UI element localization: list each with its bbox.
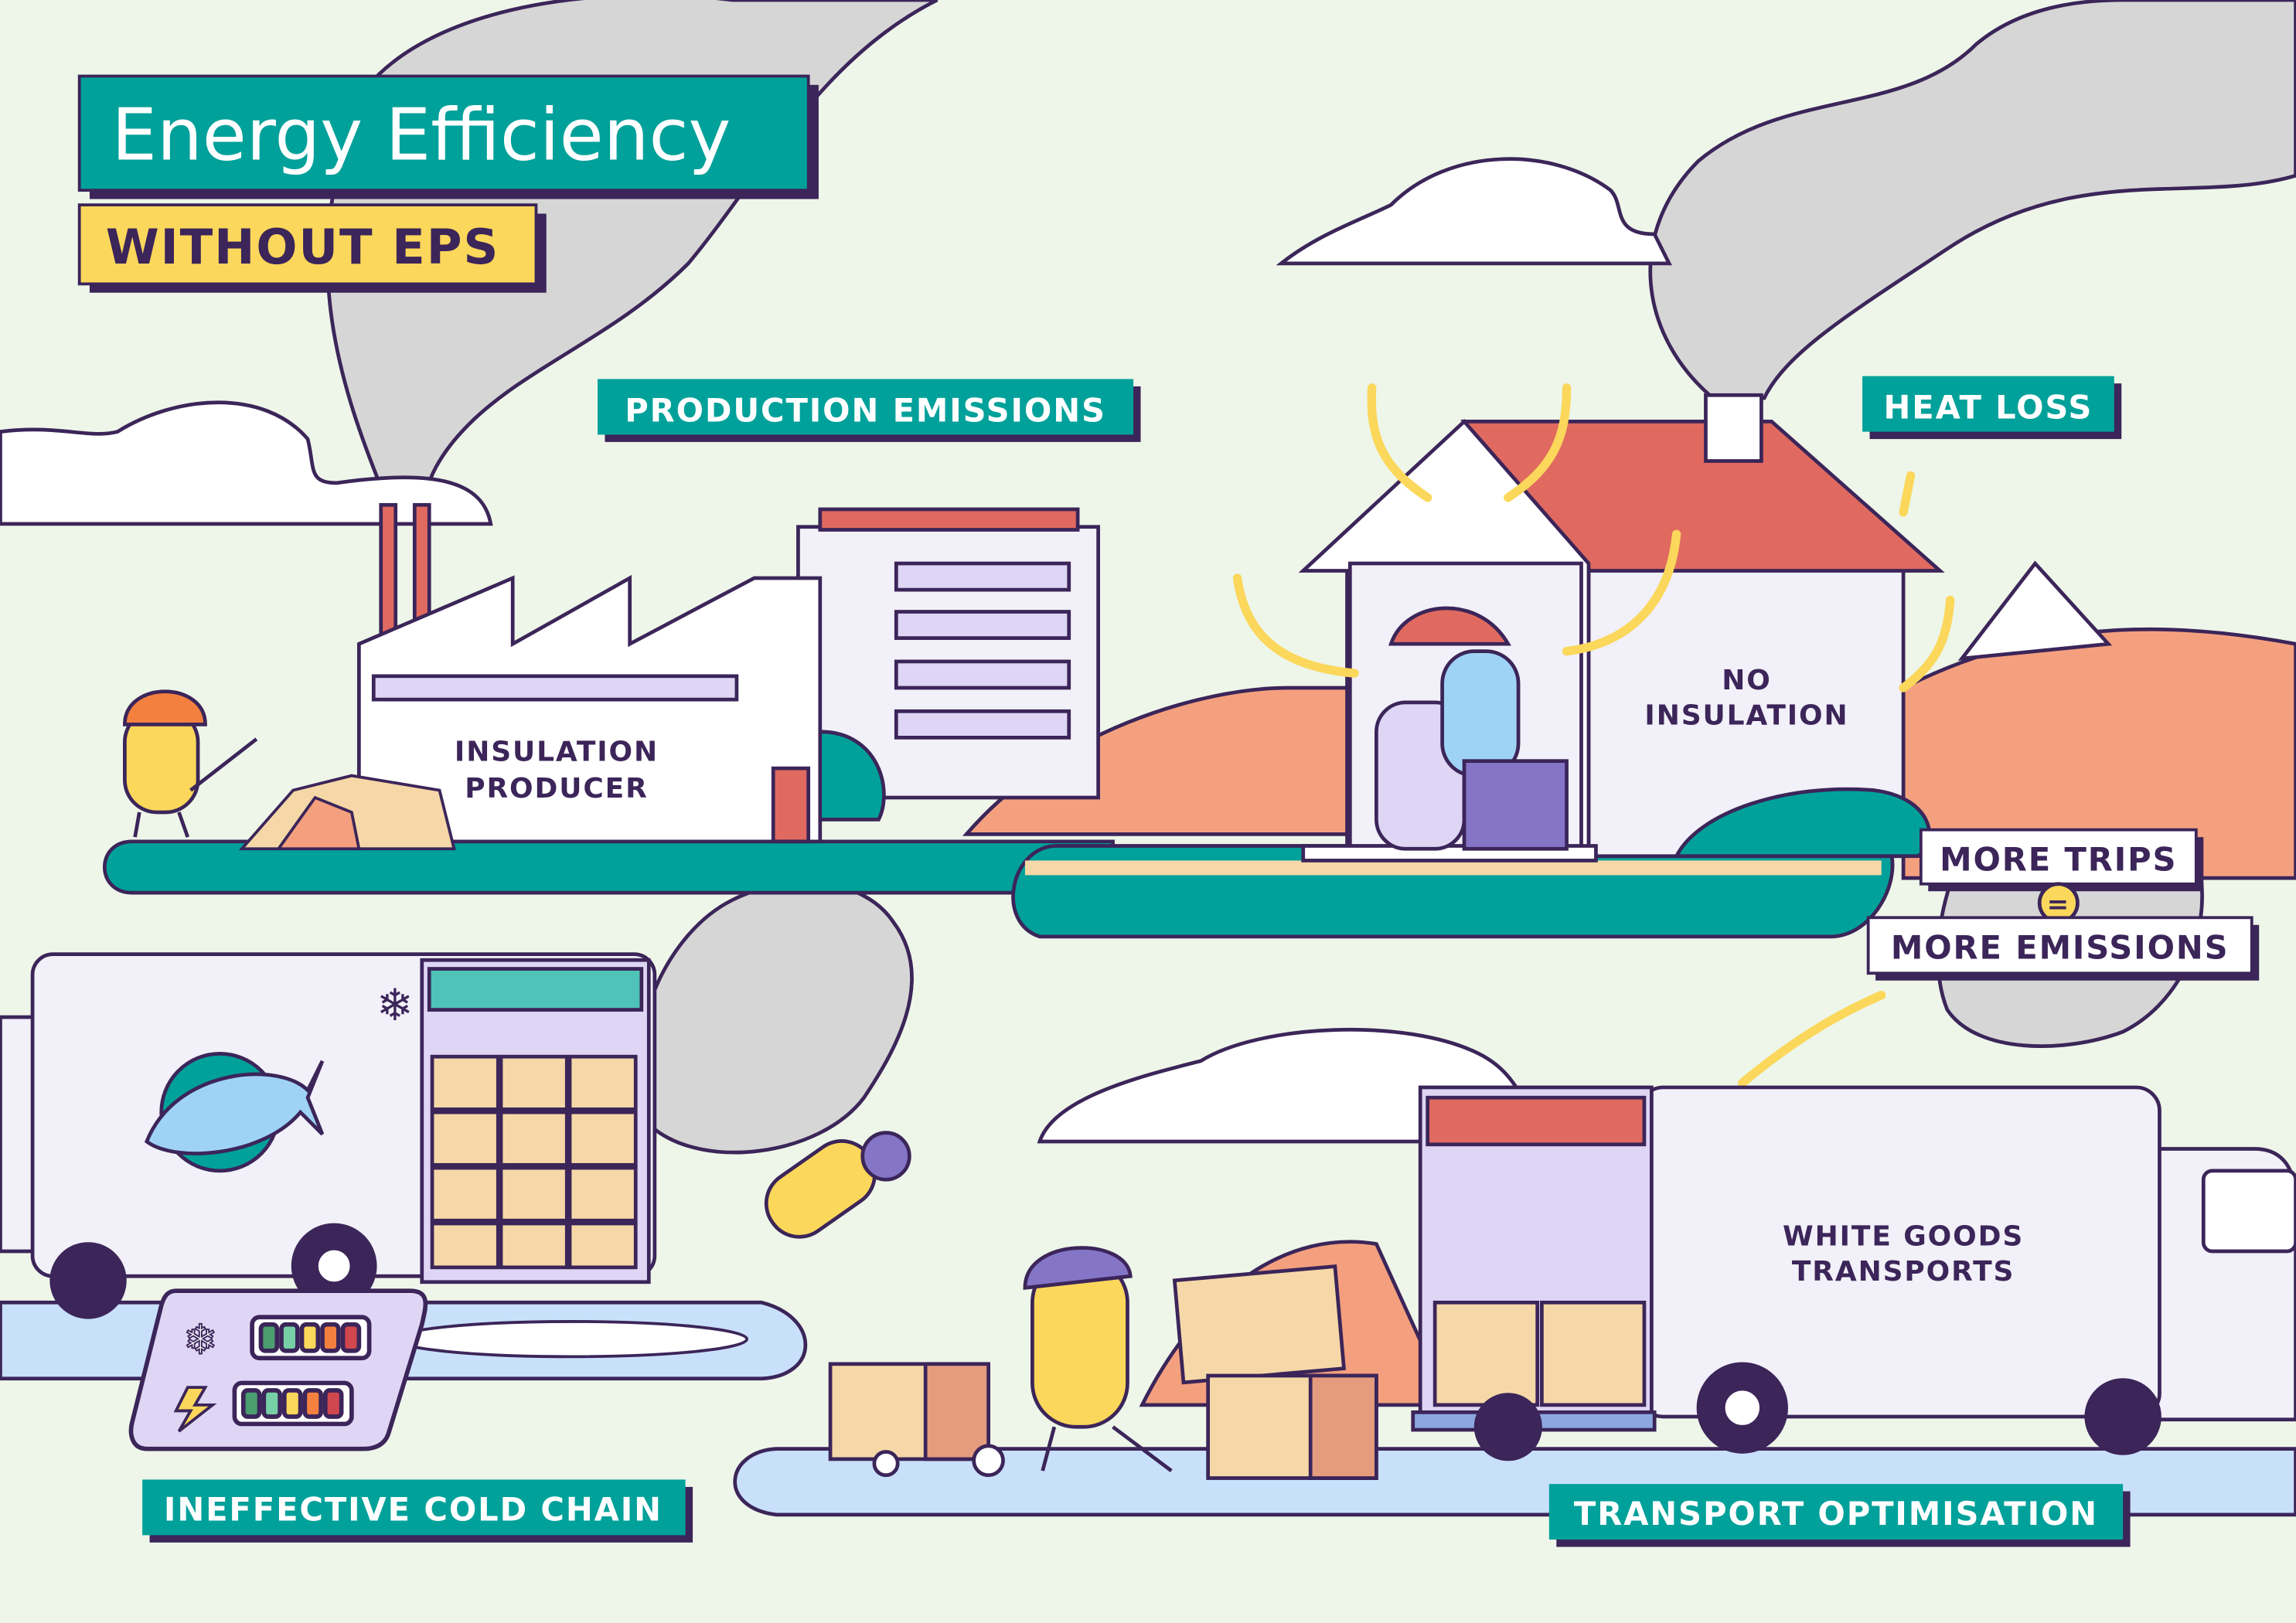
slipping-character bbox=[764, 1131, 911, 1239]
label-cold-chain: INEFFECTIVE COLD CHAIN bbox=[142, 1479, 693, 1543]
falling-boxes bbox=[1172, 1264, 1378, 1480]
lightning-icon bbox=[173, 1386, 217, 1433]
factory-label-line1: INSULATION bbox=[455, 737, 659, 768]
ground-top-right bbox=[1011, 844, 1895, 939]
miner-character bbox=[123, 689, 258, 838]
heat-loss-text: HEAT LOSS bbox=[1884, 389, 2093, 427]
refrigerated-truck bbox=[0, 952, 657, 1319]
label-more-trips: MORE TRIPS bbox=[1919, 828, 2204, 892]
page-subtitle: WITHOUT EPS bbox=[106, 219, 500, 275]
ground-top-left bbox=[103, 839, 1115, 895]
truck-smoke bbox=[636, 880, 914, 1155]
equals-badge: = bbox=[2037, 882, 2080, 924]
insulation-factory bbox=[356, 502, 1100, 844]
label-more-emissions: MORE EMISSIONS bbox=[1866, 916, 2260, 981]
cold-chain-text: INEFFECTIVE COLD CHAIN bbox=[164, 1490, 663, 1528]
heat-loss-arrows bbox=[1232, 383, 1955, 1087]
white-goods-truck bbox=[1411, 1085, 2296, 1461]
trolley bbox=[828, 1362, 1005, 1478]
cold-battery bbox=[250, 1315, 372, 1361]
snowflake-icon: ❄ bbox=[183, 1318, 217, 1363]
truck-label-line1: WHITE GOODS bbox=[1783, 1220, 2024, 1252]
energy-battery-panel bbox=[128, 1288, 428, 1451]
page-title: Energy Efficiency bbox=[111, 93, 731, 176]
title-block: Energy Efficiency WITHOUT EPS bbox=[77, 74, 819, 293]
label-heat-loss: HEAT LOSS bbox=[1862, 376, 2122, 440]
house-smoke bbox=[1648, 0, 2296, 400]
worker-character bbox=[1023, 1246, 1173, 1472]
house-label-line2: INSULATION bbox=[1644, 699, 1848, 731]
equals-text: = bbox=[2047, 890, 2070, 920]
snowflake-icon: ❄ bbox=[376, 982, 414, 1030]
house-label-line1: NO bbox=[1722, 665, 1771, 696]
transport-optimisation-text: TRANSPORT OPTIMISATION bbox=[1574, 1495, 2098, 1533]
rocks bbox=[238, 774, 456, 851]
production-emissions-text: PRODUCTION EMISSIONS bbox=[625, 391, 1106, 429]
clouds bbox=[0, 157, 1672, 1144]
label-production-emissions: PRODUCTION EMISSIONS bbox=[598, 379, 1141, 442]
factory-label-line2: PRODUCER bbox=[465, 773, 649, 805]
more-trips-text: MORE TRIPS bbox=[1940, 841, 2177, 879]
truck-label-line2: TRANSPORTS bbox=[1792, 1256, 2015, 1288]
more-emissions-text: MORE EMISSIONS bbox=[1891, 928, 2230, 966]
label-transport-optimisation: TRANSPORT OPTIMISATION bbox=[1548, 1484, 2131, 1547]
power-battery bbox=[232, 1380, 354, 1427]
